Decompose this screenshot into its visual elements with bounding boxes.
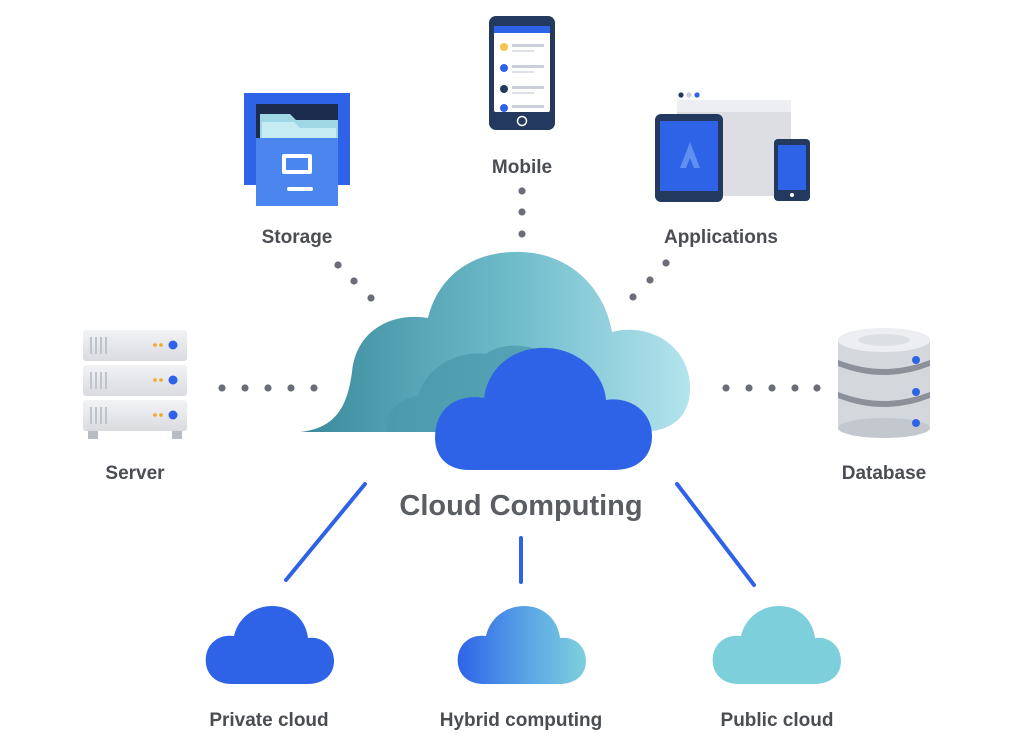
server-rack-icon	[83, 330, 187, 439]
database-connector-dots	[722, 384, 821, 392]
applications-connector-dots	[629, 259, 670, 301]
applications-devices-icon	[655, 92, 810, 202]
hybrid-cloud-icon	[457, 606, 586, 684]
mobile-label: Mobile	[492, 157, 552, 178]
storage-label: Storage	[262, 227, 333, 248]
private-cloud-connector	[284, 482, 367, 582]
database-cylinder-icon	[838, 328, 930, 438]
public-cloud-connector	[675, 482, 756, 587]
storage-connector-dots	[334, 261, 375, 302]
mobile-phone-icon	[489, 16, 555, 130]
storage-cabinet-icon	[244, 93, 350, 206]
server-connector-dots	[218, 384, 318, 392]
private-cloud-icon	[205, 606, 334, 684]
private-cloud-label: Private cloud	[209, 710, 328, 731]
applications-label: Applications	[664, 227, 778, 248]
public-cloud-label: Public cloud	[721, 710, 834, 731]
database-label: Database	[842, 463, 927, 484]
mobile-connector-dots	[518, 187, 526, 238]
diagram-title: Cloud Computing	[399, 490, 642, 522]
server-label: Server	[105, 463, 165, 484]
central-cloud-icon	[300, 251, 690, 470]
public-cloud-icon	[712, 606, 841, 684]
hybrid-computing-label: Hybrid computing	[440, 710, 603, 731]
